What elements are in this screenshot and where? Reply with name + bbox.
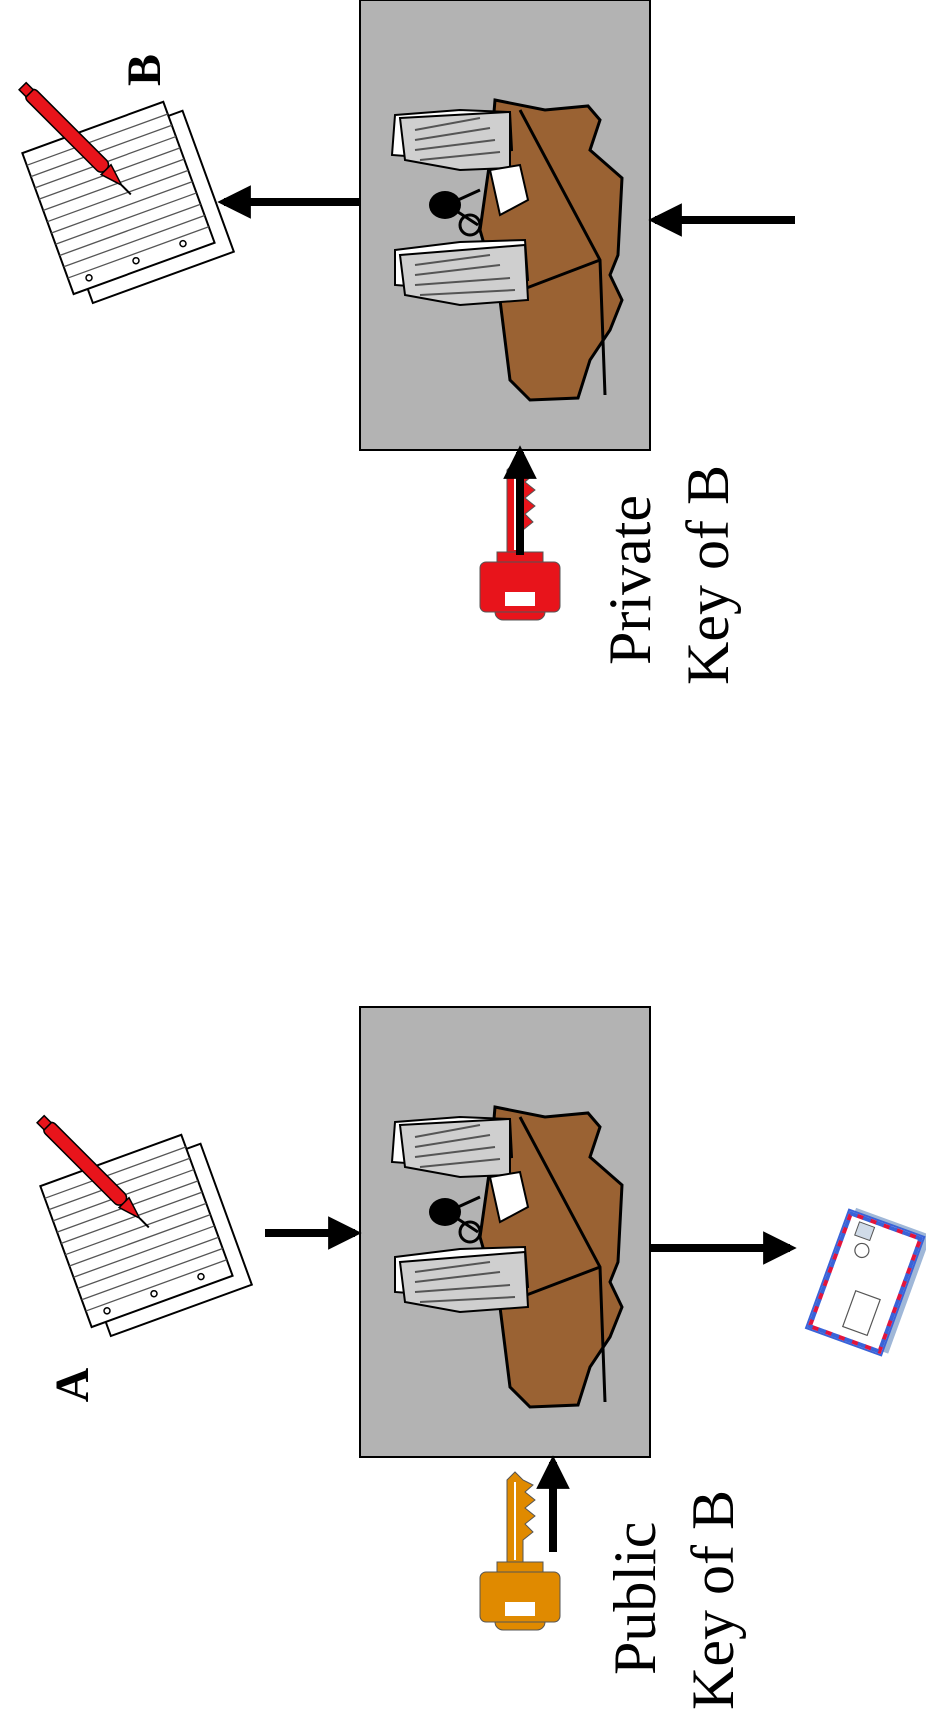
airmail-envelope-icon: [804, 1203, 926, 1360]
public-key-label-line2: Key of B: [680, 1490, 746, 1710]
public-key-icon: [479, 1471, 561, 1631]
party-label-a: A: [46, 1367, 99, 1402]
document-with-pen-icon: [34, 1113, 253, 1343]
encryption-machine: [358, 1005, 652, 1459]
decryption-machine: [358, 0, 652, 452]
document-with-pen-icon: [16, 80, 235, 310]
private-key-label-line2: Key of B: [675, 465, 741, 685]
public-key-label-line1: Public: [602, 1522, 668, 1675]
party-label-b: B: [118, 54, 171, 86]
private-key-label-line1: Private: [597, 495, 663, 665]
